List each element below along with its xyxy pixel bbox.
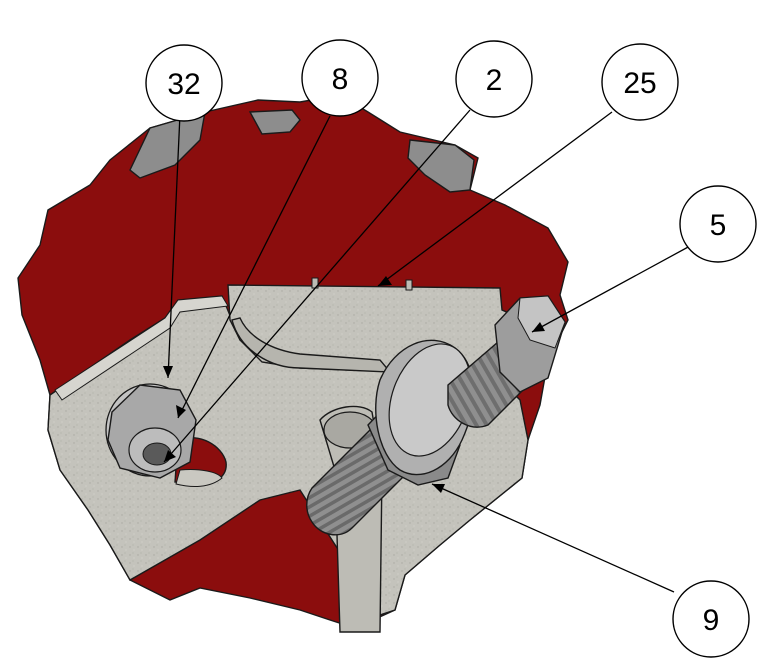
balloon-9: 9 <box>672 580 750 658</box>
arrow-5 <box>532 322 545 332</box>
balloon-2-circle <box>455 40 533 118</box>
arrow-8 <box>176 405 186 418</box>
housing-tooth-right <box>407 139 475 193</box>
balloon-32: 32 <box>145 44 223 122</box>
balloon-8-circle <box>301 39 379 117</box>
leader-2 <box>163 109 471 463</box>
leader-arrowheads <box>163 276 545 493</box>
balloon-8: 8 <box>301 39 379 117</box>
balloon-8-label: 8 <box>332 63 349 96</box>
balloon-5-circle <box>679 185 757 263</box>
balloon-25: 25 <box>601 43 679 121</box>
arrow-25 <box>378 276 392 286</box>
bolt-5-head-face <box>517 295 566 349</box>
balloon-5: 5 <box>679 185 757 263</box>
balloon-32-label: 32 <box>167 68 200 101</box>
bracket-tab-2 <box>405 279 413 291</box>
plate-bevel <box>54 295 229 401</box>
balloon-2-label: 2 <box>486 64 503 97</box>
arrow-32 <box>163 366 173 378</box>
balloon-25-label: 25 <box>623 67 656 100</box>
leader-5 <box>531 245 691 333</box>
balloon-9-circle <box>672 580 750 658</box>
leader-9 <box>431 483 675 593</box>
leader-lines <box>163 109 691 593</box>
bracket-slot <box>231 317 392 373</box>
balloon-2: 2 <box>455 40 533 118</box>
leader-8 <box>177 115 331 419</box>
leader-32 <box>167 113 181 379</box>
arrow-2 <box>164 450 176 462</box>
balloon-9-label: 9 <box>703 604 720 637</box>
leader-25 <box>377 111 613 287</box>
balloon-32-circle <box>145 44 223 122</box>
arrow-9 <box>432 484 445 493</box>
plate-slot-face <box>175 469 223 487</box>
balloon-5-label: 5 <box>710 209 727 242</box>
housing-tooth-center <box>248 109 301 135</box>
balloon-25-circle <box>601 43 679 121</box>
